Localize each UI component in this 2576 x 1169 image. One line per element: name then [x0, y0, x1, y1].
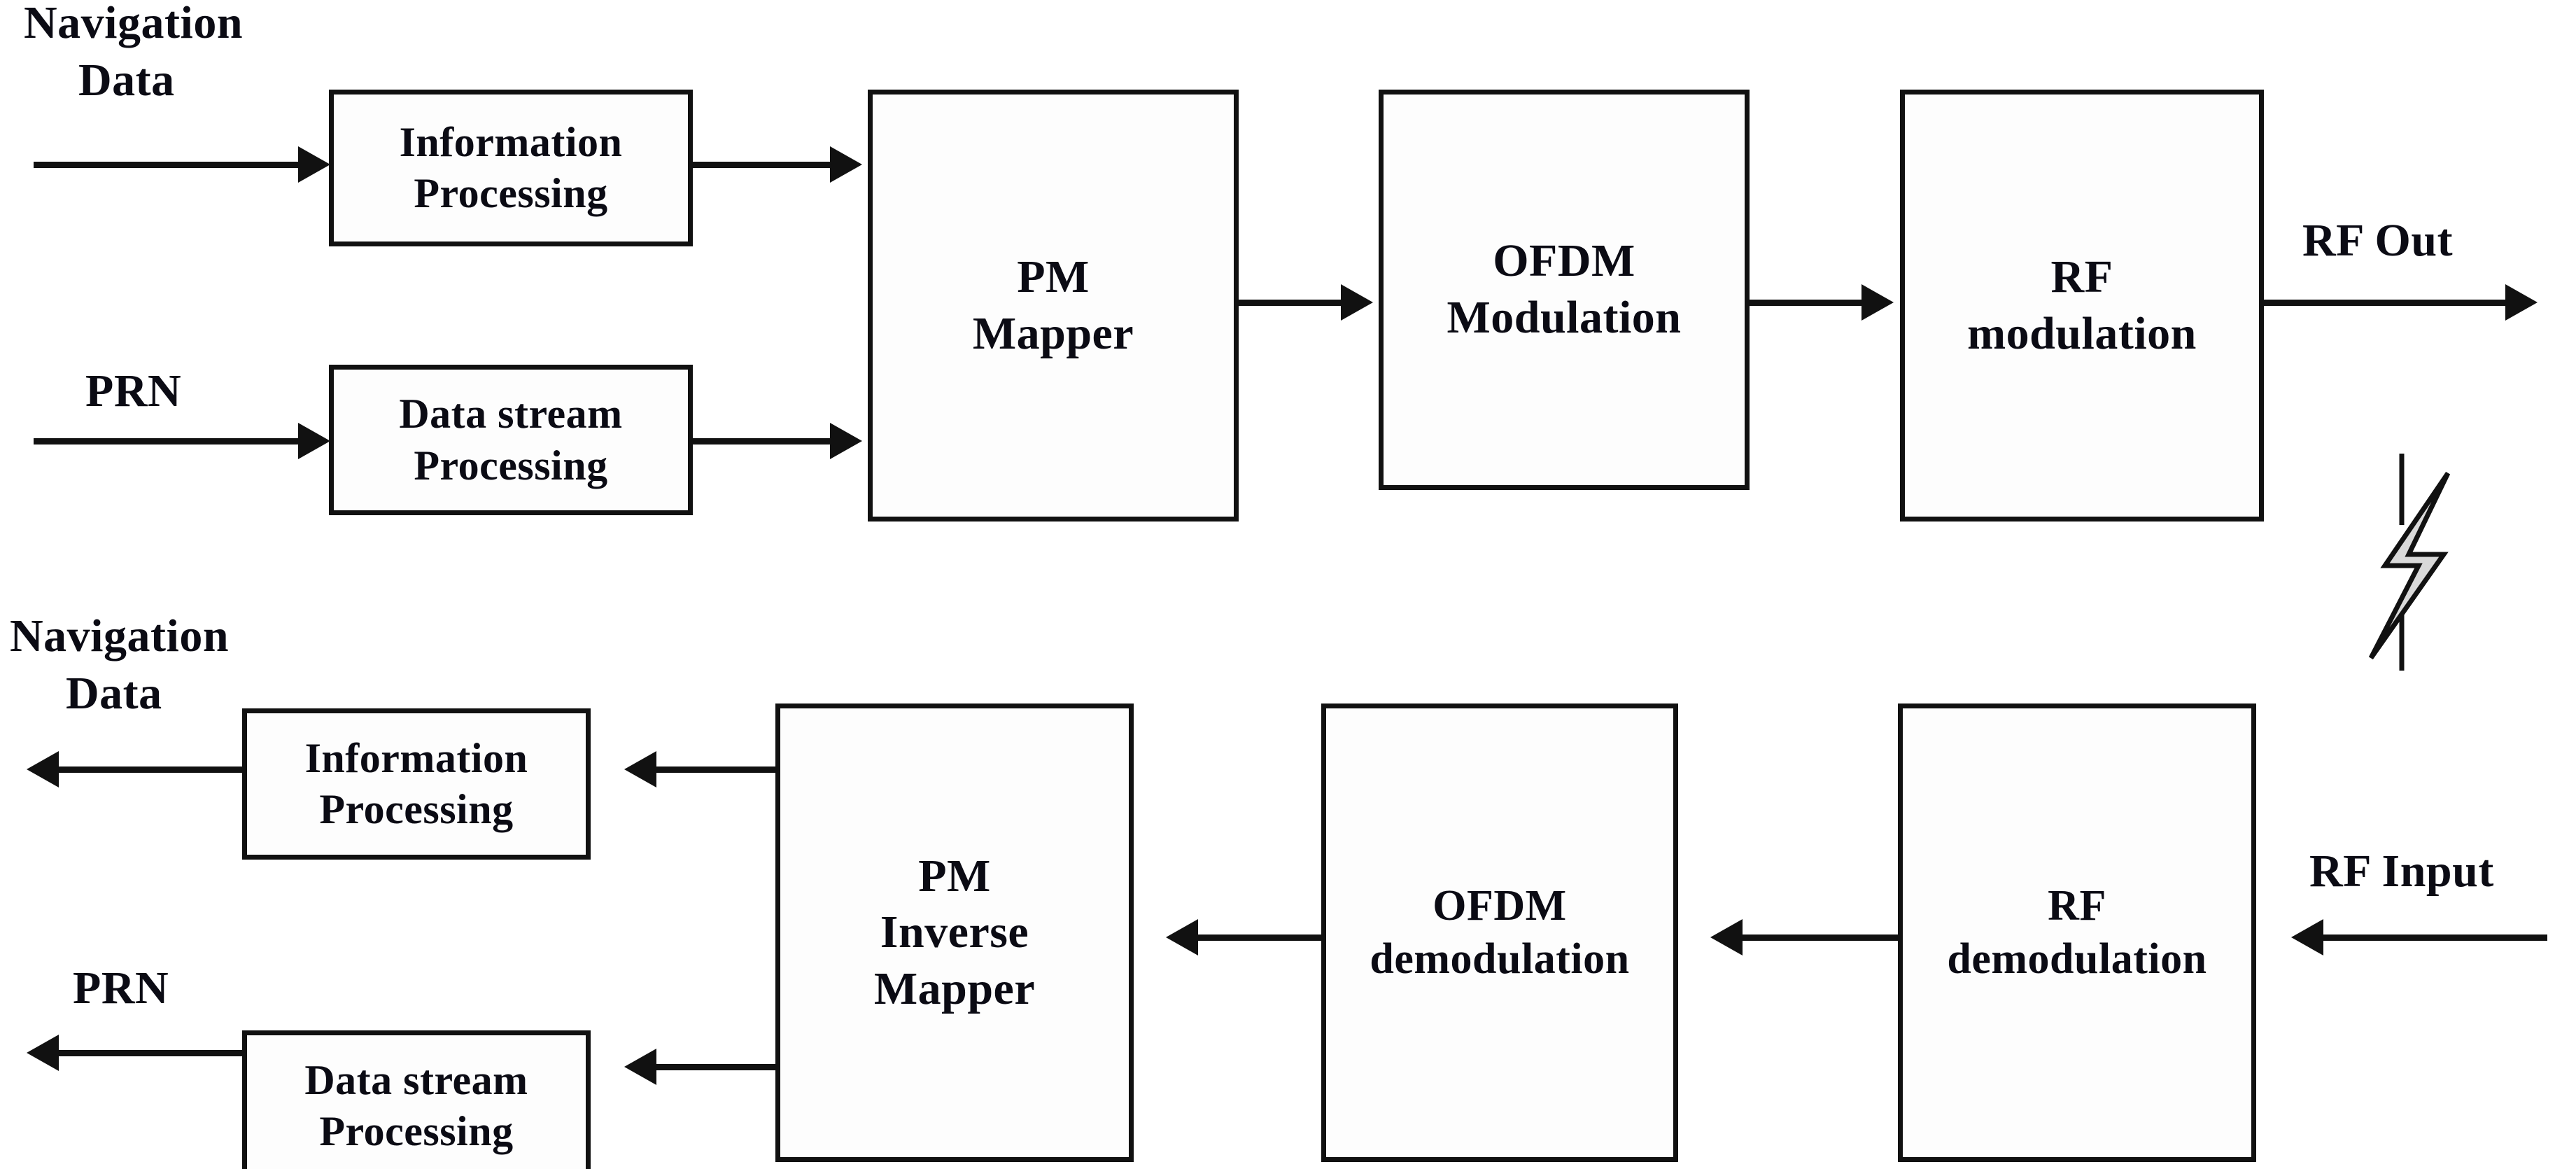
rx-pm-inverse-mapper-line3: Mapper — [873, 962, 1036, 1014]
tx-navigation-data-label-line1: Navigation — [24, 0, 244, 48]
rx-rf-demodulation-block[interactable]: RF demodulation — [1898, 704, 2256, 1162]
tx-prn-input-arrowhead — [298, 423, 330, 459]
rx-pm-inverse-mapper-line1: PM — [918, 850, 991, 902]
rx-nav-output-arrowhead — [27, 751, 59, 788]
tx-prn-input-arrow-line — [34, 438, 307, 444]
rx-rf-input-arrow-line — [2323, 934, 2547, 941]
rx-ofdmdemod-to-pminv-line — [1198, 934, 1321, 941]
rx-pminv-to-datastream-line — [656, 1064, 780, 1070]
rx-ofdm-demodulation-line1: OFDM — [1433, 881, 1567, 930]
rx-information-processing-line1: Information — [304, 734, 528, 781]
rx-information-processing-line2: Processing — [319, 786, 514, 832]
rx-navigation-data-label-line2: Data — [66, 668, 162, 719]
tx-pm-mapper-line1: PM — [1017, 251, 1090, 302]
rx-pm-inverse-mapper-block[interactable]: PM Inverse Mapper — [775, 704, 1134, 1162]
rx-data-stream-processing-line1: Data stream — [304, 1056, 528, 1103]
rx-nav-output-arrow-line — [59, 766, 242, 773]
rx-rfdemod-to-ofdmdemod-arrowhead — [1710, 919, 1743, 955]
tx-ofdm-modulation-block[interactable]: OFDM Modulation — [1379, 90, 1750, 490]
tx-ofdm-modulation-line1: OFDM — [1493, 235, 1635, 287]
rx-rf-input-arrowhead — [2291, 919, 2323, 955]
tx-infoproc-to-pmmapper-line — [693, 162, 834, 168]
rx-rf-input-label: RF Input — [2309, 846, 2494, 897]
rx-ofdm-demodulation-block[interactable]: OFDM demodulation — [1321, 704, 1678, 1162]
lightning-bolt-icon — [2368, 454, 2451, 671]
tx-rf-out-arrow-line — [2264, 300, 2510, 306]
tx-rf-modulation-line2: modulation — [1967, 307, 2197, 359]
tx-nav-input-arrow-line — [34, 162, 307, 168]
tx-pmmapper-to-ofdm-line — [1239, 300, 1345, 306]
rx-pminv-to-datastream-arrowhead — [624, 1049, 656, 1085]
tx-rf-modulation-line1: RF — [2050, 251, 2113, 302]
tx-nav-input-arrowhead — [298, 146, 330, 183]
tx-data-stream-processing-line1: Data stream — [399, 391, 623, 438]
tx-pm-mapper-block[interactable]: PM Mapper — [868, 90, 1239, 522]
tx-rf-out-arrowhead — [2505, 284, 2538, 321]
rx-pm-inverse-mapper-line2: Inverse — [880, 906, 1029, 958]
rx-rfdemod-to-ofdmdemod-line — [1743, 934, 1898, 941]
rx-pminv-to-infoproc-arrowhead — [624, 751, 656, 788]
rx-prn-output-arrowhead — [27, 1035, 59, 1071]
tx-pmmapper-to-ofdm-arrowhead — [1341, 284, 1373, 321]
tx-information-processing-line1: Information — [399, 118, 623, 165]
tx-ofdm-to-rfmod-line — [1750, 300, 1866, 306]
rx-data-stream-processing-line2: Processing — [319, 1108, 514, 1154]
tx-data-stream-processing-block[interactable]: Data stream Processing — [329, 365, 693, 515]
rx-pminv-to-infoproc-line — [656, 766, 780, 773]
rx-prn-output-arrow-line — [59, 1050, 242, 1056]
tx-data-stream-processing-line2: Processing — [414, 442, 608, 489]
tx-information-processing-line2: Processing — [414, 170, 608, 216]
tx-pm-mapper-line2: Mapper — [972, 307, 1134, 359]
tx-datastream-to-pmmapper-arrowhead — [830, 423, 862, 459]
tx-rf-modulation-block[interactable]: RF modulation — [1900, 90, 2264, 522]
rx-ofdmdemod-to-pminv-arrowhead — [1166, 919, 1198, 955]
rx-data-stream-processing-block[interactable]: Data stream Processing — [242, 1030, 591, 1169]
tx-information-processing-block[interactable]: Information Processing — [329, 90, 693, 246]
tx-ofdm-to-rfmod-arrowhead — [1861, 284, 1894, 321]
tx-rf-out-label: RF Out — [2302, 215, 2454, 266]
tx-prn-label: PRN — [85, 365, 182, 416]
rx-ofdm-demodulation-line2: demodulation — [1370, 934, 1630, 983]
rx-information-processing-block[interactable]: Information Processing — [242, 708, 591, 860]
tx-infoproc-to-pmmapper-arrowhead — [830, 146, 862, 183]
wireless-channel-symbol — [2365, 448, 2505, 672]
tx-datastream-to-pmmapper-line — [693, 438, 834, 444]
rx-navigation-data-label-line1: Navigation — [10, 610, 230, 662]
rx-rf-demodulation-line2: demodulation — [1947, 934, 2207, 983]
rx-prn-label: PRN — [73, 962, 169, 1014]
tx-navigation-data-label-line2: Data — [78, 55, 175, 106]
tx-ofdm-modulation-line2: Modulation — [1447, 292, 1682, 343]
rx-rf-demodulation-line1: RF — [2048, 881, 2106, 930]
